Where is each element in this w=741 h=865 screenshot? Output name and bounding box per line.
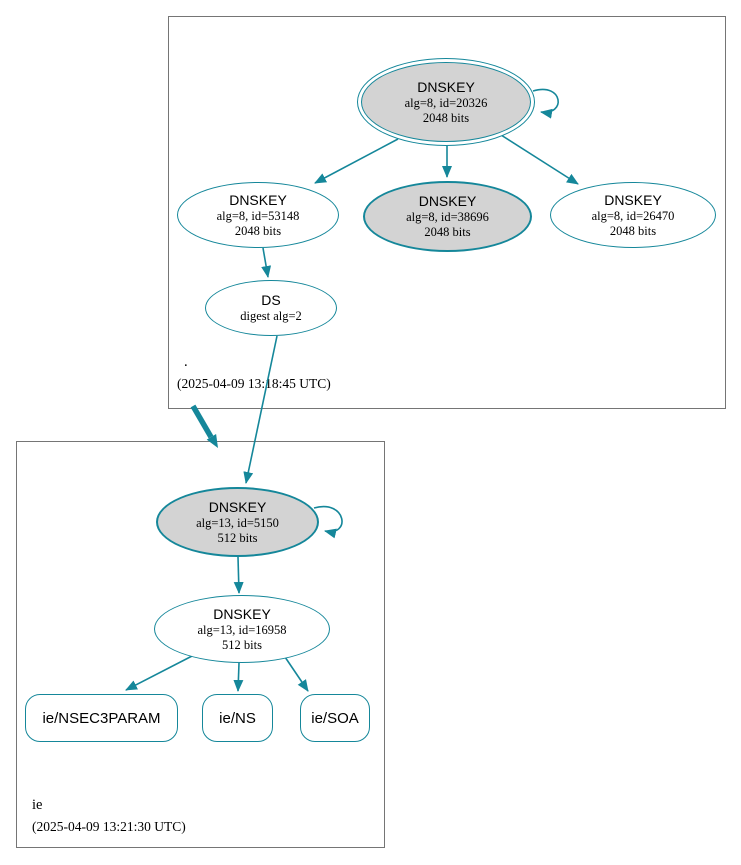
ie-zsk-node: DNSKEY alg=13, id=16958 512 bits xyxy=(154,595,330,663)
record-label: ie/NSEC3PARAM xyxy=(42,709,161,727)
root-ksk-node-inner: DNSKEY alg=8, id=20326 2048 bits xyxy=(361,62,531,142)
record-label: ie/SOA xyxy=(311,709,359,727)
node-title: DNSKEY xyxy=(418,193,477,209)
node-detail: alg=8, id=53148 xyxy=(216,208,300,223)
root-zone-timestamp: (2025-04-09 13:18:45 UTC) xyxy=(177,376,331,391)
node-detail: digest alg=2 xyxy=(240,309,302,323)
node-title: DNSKEY xyxy=(229,191,287,208)
node-detail: alg=8, id=26470 xyxy=(591,208,675,223)
root-key-middle-node: DNSKEY alg=8, id=38696 2048 bits xyxy=(363,181,532,252)
ie-ns-record-node: ie/NS xyxy=(202,694,273,742)
node-detail: alg=8, id=20326 xyxy=(404,95,488,110)
node-detail: alg=13, id=5150 xyxy=(196,515,279,530)
node-detail: alg=8, id=38696 xyxy=(406,210,489,224)
node-title: DNSKEY xyxy=(213,605,271,622)
root-ksk-node: DNSKEY alg=8, id=20326 2048 bits xyxy=(357,58,535,146)
node-size: 2048 bits xyxy=(234,223,282,238)
node-size: 2048 bits xyxy=(422,110,470,125)
record-label: ie/NS xyxy=(219,709,256,727)
node-title: DNSKEY xyxy=(604,191,662,208)
node-size: 512 bits xyxy=(217,530,258,545)
root-key-right-node: DNSKEY alg=8, id=26470 2048 bits xyxy=(550,182,716,248)
root-ds-node: DS digest alg=2 xyxy=(205,280,337,336)
ie-zone-cluster xyxy=(16,441,385,848)
node-size: 2048 bits xyxy=(609,223,657,238)
node-detail: alg=13, id=16958 xyxy=(197,622,287,637)
node-title: DS xyxy=(261,292,281,308)
root-zone-label: . xyxy=(184,354,188,370)
ie-nsec3param-record-node: ie/NSEC3PARAM xyxy=(25,694,178,742)
ie-zone-label: ie xyxy=(32,797,43,813)
ie-ksk-node: DNSKEY alg=13, id=5150 512 bits xyxy=(156,487,319,557)
node-size: 512 bits xyxy=(222,637,262,652)
ie-zone-timestamp: (2025-04-09 13:21:30 UTC) xyxy=(32,819,186,834)
node-title: DNSKEY xyxy=(208,498,267,515)
node-title: DNSKEY xyxy=(417,78,475,95)
ie-soa-record-node: ie/SOA xyxy=(300,694,370,742)
root-key-left-node: DNSKEY alg=8, id=53148 2048 bits xyxy=(177,182,339,248)
node-size: 2048 bits xyxy=(424,225,471,239)
root-zone-cluster xyxy=(168,16,726,409)
